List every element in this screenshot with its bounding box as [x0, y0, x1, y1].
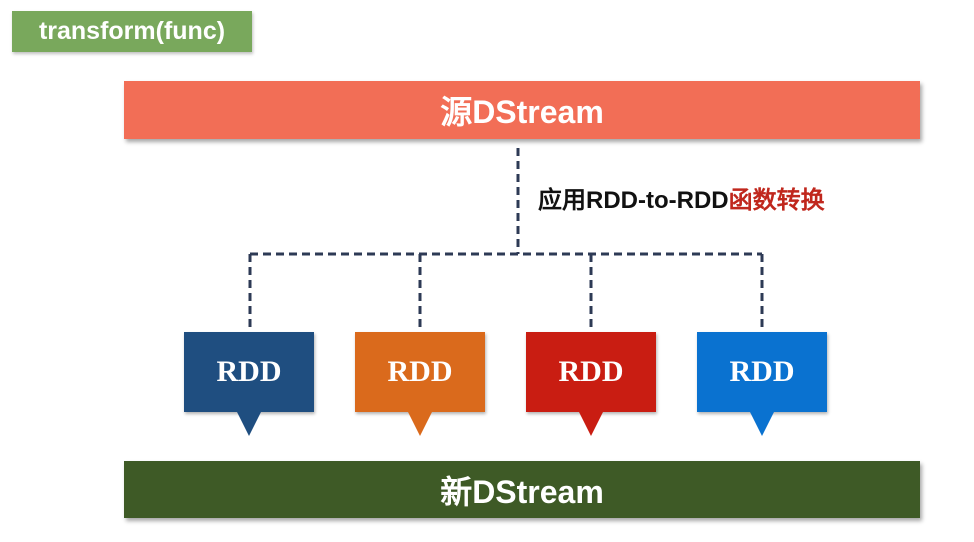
- rdd-label: RDD: [216, 355, 282, 388]
- source-dstream-bar: 源DStream: [124, 81, 920, 139]
- rdd-pointer-icon: [579, 412, 603, 436]
- annotation-highlight: 函数转换: [728, 187, 825, 214]
- rdd-pointer-icon: [408, 412, 432, 436]
- annotation-text: 应用RDD-to-RDD: [538, 187, 729, 214]
- rdd-pointer-icon: [237, 412, 261, 436]
- rdd-block-2: RDD: [355, 332, 485, 436]
- rdd-label: RDD: [387, 355, 453, 388]
- rdd-block-4: RDD: [697, 332, 827, 436]
- new-dstream-bar: 新DStream: [124, 461, 920, 518]
- title-tag: transform(func): [12, 11, 252, 52]
- rdd-label: RDD: [729, 355, 795, 388]
- rdd-block-1: RDD: [184, 332, 314, 436]
- rdd-pointer-icon: [750, 412, 774, 436]
- transform-annotation: 应用RDD-to-RDD函数转换: [538, 180, 825, 215]
- rdd-label: RDD: [558, 355, 624, 388]
- rdd-block-3: RDD: [526, 332, 656, 436]
